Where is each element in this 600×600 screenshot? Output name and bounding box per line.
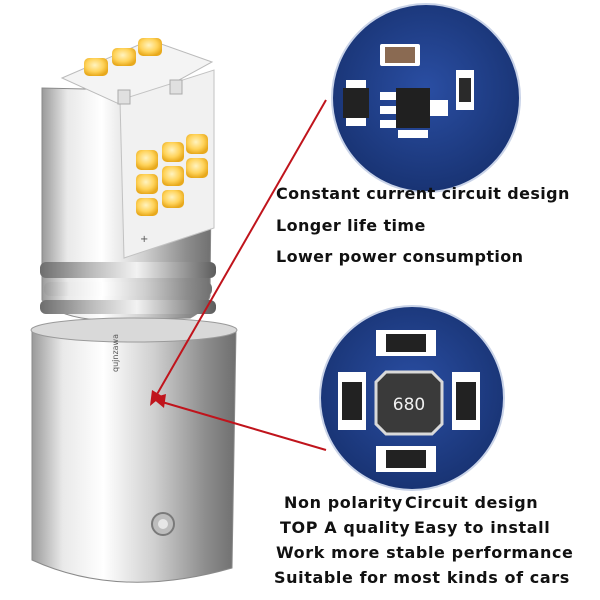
component-right [456,382,476,420]
ic-pin [380,120,396,128]
front-led-array [136,134,208,216]
component-bottom [386,450,426,468]
inductor [374,370,444,436]
feature-suitable-cars: Suitable for most kinds of cars [274,568,570,587]
pcb-bottom-closeup: 680 [319,305,505,491]
bulb-ring-3 [40,300,216,314]
front-led [186,158,208,178]
diode-component [343,88,369,118]
bulb-base-lip [30,317,238,343]
front-led [136,150,158,170]
top-led-3 [138,38,162,56]
front-led [136,174,158,194]
bulb-ring-1 [40,262,216,278]
top-led-2 [112,48,136,66]
bulb-base [31,329,237,583]
ic-pin [380,92,396,100]
component-top [386,334,426,352]
feature-stable-performance: Work more stable performance [276,543,574,562]
arrow-line-bottom [161,401,327,451]
ic-pin [430,100,448,116]
arrow-line-top [155,99,327,397]
pcb-top-closeup [331,3,521,193]
component-left [342,382,362,420]
arrow-head-bottom [152,394,166,408]
ic-pad [398,130,428,138]
top-feature-line-2: Longer life time [276,216,426,235]
front-led [136,198,158,216]
bulb-ring-2 [44,282,212,296]
top-led-cluster [84,38,162,76]
cap-component [459,78,471,102]
board-tab [117,89,131,105]
ic-chip [396,88,430,128]
polarity-mark: + [140,234,148,245]
front-led [162,142,184,162]
ic-pin [380,106,396,114]
top-feature-heading: Constant current circuit design [276,184,570,203]
callout-arrows [150,99,327,451]
feature-easy-install: Easy to install [414,518,551,537]
top-led-1 [84,58,108,76]
front-led [186,134,208,154]
feature-top-quality: TOP A quality [280,518,411,537]
led-bulb: qujnzawa + [30,38,238,583]
board-tab [169,79,183,95]
feature-circuit-design: Circuit design [405,493,539,512]
bayonet-pin-center [158,519,168,529]
inductor-marking: 680 [393,395,425,415]
top-feature-line-3: Lower power consumption [276,247,524,266]
feature-non-polarity: Non polarity [284,493,403,512]
front-led [162,190,184,208]
resistor-component [385,47,415,63]
bulb-brand-text: qujnzawa [111,334,120,372]
front-led [162,166,184,186]
